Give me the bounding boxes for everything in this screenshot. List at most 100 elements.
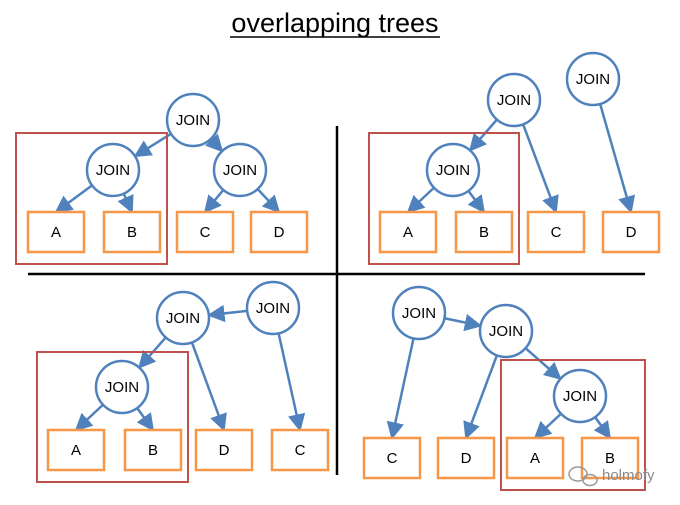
- leaf-box: [194, 428, 254, 472]
- leaf-node: C: [270, 428, 330, 472]
- leaf-node: A: [26, 210, 86, 254]
- edge-arrow: [533, 412, 562, 440]
- join-node: JOIN: [486, 72, 542, 128]
- join-circle: [155, 290, 211, 346]
- leaf-box: [102, 210, 162, 254]
- join-circle: [478, 303, 534, 359]
- edge-arrow: [593, 416, 612, 440]
- edge-arrow: [524, 347, 562, 380]
- leaf-label: B: [148, 442, 158, 459]
- leaf-label: B: [479, 224, 489, 241]
- join-circle: [486, 72, 542, 128]
- edge-arrow: [386, 338, 415, 440]
- leaf-box: [123, 428, 183, 472]
- edge-arrow: [444, 313, 483, 332]
- join-label: JOIN: [176, 112, 210, 129]
- edge-arrow: [468, 118, 498, 152]
- edge-arrow: [54, 184, 93, 214]
- leaf-label: C: [551, 224, 562, 241]
- panel-bottom-right: JOIN JOIN JOIN C D A B: [362, 285, 646, 491]
- edge-arrow: [406, 186, 435, 214]
- leaf-box: [378, 210, 438, 254]
- leaf-node: A: [378, 210, 438, 254]
- edge-arrow: [467, 190, 486, 214]
- join-label: JOIN: [166, 310, 200, 327]
- join-circle: [165, 92, 221, 148]
- leaf-label: C: [387, 450, 398, 467]
- join-node: JOIN: [94, 359, 150, 415]
- leaf-node: D: [194, 428, 254, 472]
- leaf-node: B: [580, 436, 640, 480]
- join-node: JOIN: [245, 280, 301, 336]
- watermark: holmofy: [568, 466, 655, 487]
- join-label: JOIN: [105, 379, 139, 396]
- leaf-label: A: [71, 442, 81, 459]
- leaf-node: D: [249, 210, 309, 254]
- join-label: JOIN: [576, 71, 610, 88]
- join-label: JOIN: [402, 305, 436, 322]
- join-circle: [391, 285, 447, 341]
- leaf-box: [454, 210, 514, 254]
- edge-arrow: [136, 407, 155, 432]
- leaf-label: A: [51, 224, 61, 241]
- edge-arrow: [207, 304, 248, 323]
- leaf-box: [26, 210, 86, 254]
- join-label: JOIN: [563, 388, 597, 405]
- edge-arrow: [117, 193, 134, 214]
- highlight-box: [36, 351, 189, 483]
- join-node: JOIN: [478, 303, 534, 359]
- leaf-label: A: [530, 450, 540, 467]
- join-circle: [552, 368, 608, 424]
- join-node: JOIN: [425, 142, 481, 198]
- join-node: JOIN: [391, 285, 447, 341]
- diagram-title: overlapping trees: [231, 8, 438, 38]
- leaf-node: D: [601, 210, 661, 254]
- leaf-node: B: [123, 428, 183, 472]
- watermark-text: holmofy: [602, 467, 655, 484]
- edge-arrow: [133, 132, 172, 158]
- edge-arrow: [598, 103, 636, 214]
- leaf-box: [601, 210, 661, 254]
- leaf-label: B: [605, 450, 615, 467]
- leaf-box: [505, 436, 565, 480]
- join-label: JOIN: [436, 162, 470, 179]
- join-node: JOIN: [552, 368, 608, 424]
- highlight-box: [15, 132, 168, 265]
- leaf-label: D: [626, 224, 637, 241]
- leaf-node: A: [46, 428, 106, 472]
- leaf-box: [249, 210, 309, 254]
- leaf-label: A: [403, 224, 413, 241]
- join-node: JOIN: [165, 92, 221, 148]
- leaf-label: D: [274, 224, 285, 241]
- leaf-node: C: [362, 436, 422, 480]
- join-label: JOIN: [223, 162, 257, 179]
- leaf-label: D: [219, 442, 230, 459]
- join-label: JOIN: [497, 92, 531, 109]
- join-label: JOIN: [256, 300, 290, 317]
- join-node: JOIN: [85, 142, 141, 198]
- panel-bottom-left: JOIN JOIN JOIN A B D C: [36, 280, 330, 483]
- edge-arrow: [190, 341, 227, 432]
- edge-arrow: [521, 123, 559, 214]
- leaf-node: B: [454, 210, 514, 254]
- leaf-box: [270, 428, 330, 472]
- join-node: JOIN: [212, 142, 268, 198]
- leaf-label: C: [295, 442, 306, 459]
- join-label: JOIN: [489, 323, 523, 340]
- leaf-node: B: [102, 210, 162, 254]
- leaf-node: D: [436, 436, 496, 480]
- highlight-box: [500, 359, 646, 491]
- join-circle: [94, 359, 150, 415]
- edge-arrow: [277, 333, 306, 432]
- wechat-icon: [568, 466, 598, 487]
- join-circle: [565, 51, 621, 107]
- leaf-box: [46, 428, 106, 472]
- join-node: JOIN: [565, 51, 621, 107]
- leaf-box: [580, 436, 640, 480]
- leaf-label: C: [200, 224, 211, 241]
- edge-arrow: [463, 354, 499, 440]
- join-label: JOIN: [96, 162, 130, 179]
- highlight-box: [368, 132, 520, 265]
- leaf-node: C: [175, 210, 235, 254]
